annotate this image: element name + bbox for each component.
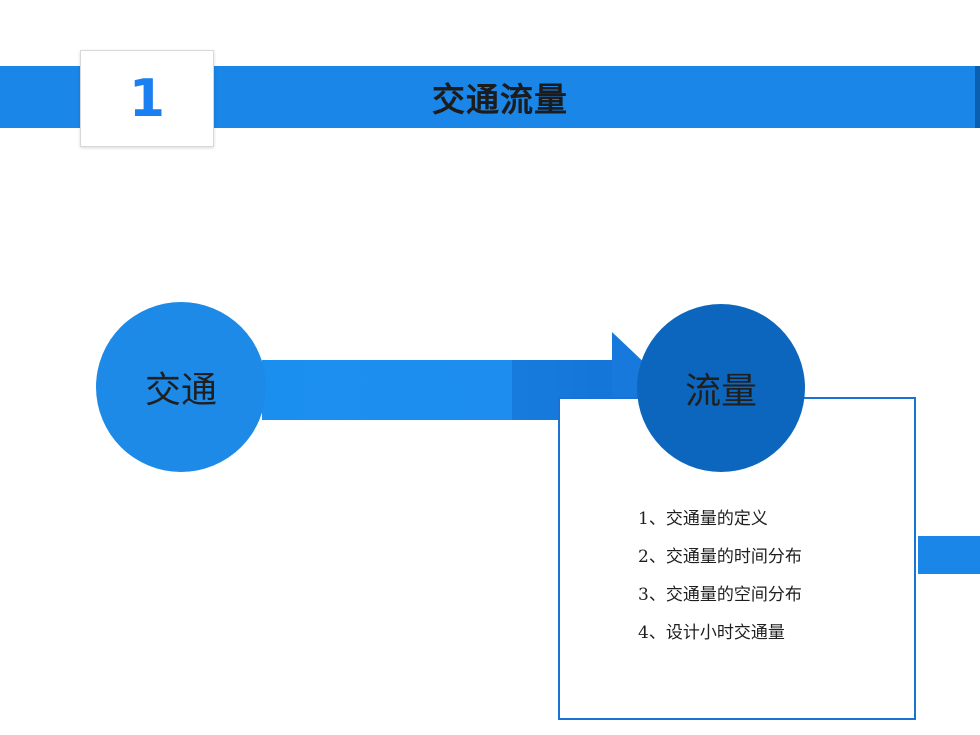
- circle-traffic: 交通: [96, 302, 266, 472]
- circle-flow-label: 流量: [684, 371, 757, 412]
- topic-item: 2、交通量的时间分布: [638, 547, 802, 567]
- header-band-edge: [975, 66, 980, 128]
- topic-list: 1、交通量的定义 2、交通量的时间分布 3、交通量的空间分布 4、设计小时交通量: [638, 505, 802, 657]
- topic-item: 3、交通量的空间分布: [638, 585, 802, 605]
- side-accent-bar: [918, 536, 980, 574]
- section-number-box: 1: [80, 50, 214, 147]
- circle-flow: 流量: [637, 304, 805, 472]
- topic-item: 4、设计小时交通量: [638, 623, 785, 643]
- topic-item: 1、交通量的定义: [638, 509, 768, 529]
- section-number: 1: [128, 68, 166, 129]
- page-title: 交通流量: [432, 80, 568, 119]
- circle-traffic-label: 交通: [144, 370, 217, 411]
